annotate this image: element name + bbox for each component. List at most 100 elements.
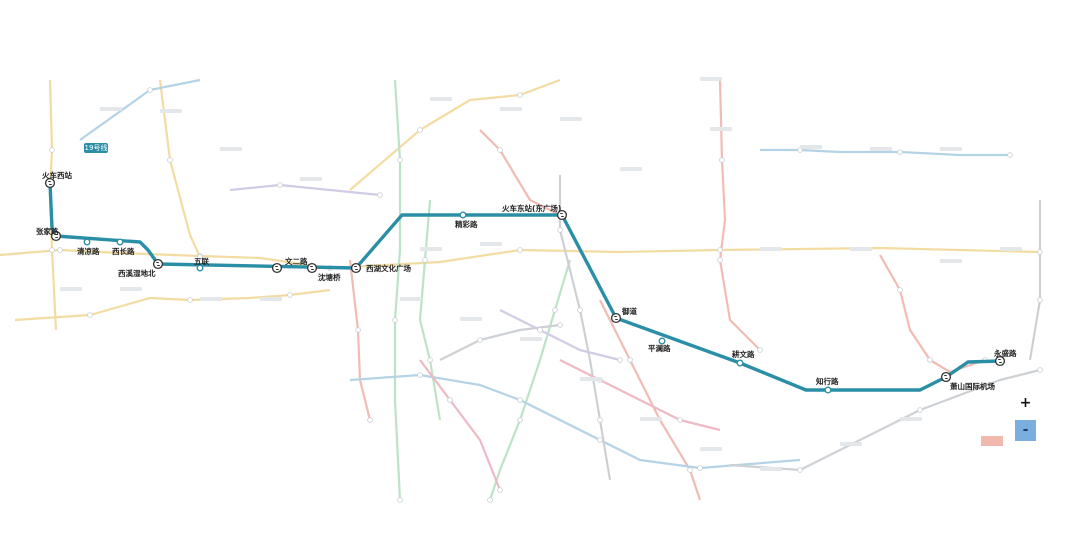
bg-station-dot: [87, 312, 93, 318]
interchange-station-marker[interactable]: [556, 209, 568, 221]
bg-station-label: [760, 247, 782, 251]
bg-line-segment: [488, 259, 572, 501]
bg-station-label: [850, 247, 872, 251]
bg-line-segment: [559, 359, 721, 432]
bg-station-label: [460, 317, 482, 321]
line-name-badge[interactable]: 19号线: [84, 143, 108, 153]
station-label[interactable]: 精彩路: [455, 219, 478, 229]
bg-station-dot: [197, 254, 203, 260]
bg-station-label: [220, 147, 242, 151]
bg-station-dot: [49, 147, 55, 153]
bg-station-dot: [355, 327, 361, 333]
bg-station-dot: [1037, 297, 1043, 303]
interchange-station-marker[interactable]: [271, 262, 283, 274]
interchange-station-marker[interactable]: [50, 230, 62, 242]
station-marker[interactable]: [658, 337, 666, 345]
bg-station-label: [580, 377, 602, 381]
interchange-icon: [560, 213, 564, 217]
bg-line-segment: [0, 246, 1041, 270]
bg-station-dot: [367, 417, 373, 423]
zoom-out-button[interactable]: -: [1015, 420, 1036, 441]
interchange-icon: [944, 375, 948, 379]
bg-station-dot: [597, 437, 603, 443]
station-label[interactable]: 文二路: [285, 256, 308, 266]
station-label[interactable]: 沈塘桥: [318, 272, 341, 282]
station-marker[interactable]: [83, 238, 91, 246]
bg-station-dot: [422, 257, 428, 263]
bg-line-segment: [558, 175, 612, 481]
station-label[interactable]: 张家路: [36, 226, 59, 236]
interchange-station-marker[interactable]: [152, 258, 164, 270]
bg-station-label: [840, 442, 862, 446]
bg-station-label: [870, 147, 892, 151]
bg-station-dot: [1037, 367, 1043, 373]
map-corner-tag: [981, 436, 1003, 446]
bg-station-dot: [757, 347, 763, 353]
station-marker[interactable]: [459, 211, 467, 219]
station-label[interactable]: 西长路: [112, 246, 135, 256]
bg-line-segment: [718, 79, 761, 351]
station-marker[interactable]: [116, 238, 124, 246]
interchange-station-marker[interactable]: [610, 312, 622, 324]
station-label[interactable]: 西湖文化广场: [366, 263, 411, 273]
bg-station-label: [620, 167, 642, 171]
bg-station-dot: [719, 157, 725, 163]
bg-station-label: [560, 117, 582, 121]
interchange-icon: [998, 359, 1002, 363]
bg-station-dot: [627, 357, 633, 363]
station-label[interactable]: 火车西站: [42, 170, 72, 180]
zoom-in-button[interactable]: +: [1015, 393, 1036, 414]
station-label[interactable]: 耕文路: [731, 349, 755, 359]
interchange-station-marker[interactable]: [350, 262, 362, 274]
bg-station-dot: [927, 357, 933, 363]
bg-station-dot: [917, 407, 923, 413]
bg-station-dot: [57, 247, 63, 253]
line-19-route[interactable]: [48, 182, 1001, 392]
bg-station-dot: [717, 247, 723, 253]
station-label[interactable]: 清凉路: [77, 246, 100, 256]
bg-station-label: [940, 147, 962, 151]
bg-station-dot: [717, 257, 723, 263]
bg-station-dot: [377, 192, 383, 198]
bg-station-dot: [552, 307, 558, 313]
station-label[interactable]: 知行路: [816, 376, 839, 386]
bg-station-label: [900, 417, 922, 421]
bg-station-label: [940, 259, 962, 263]
station-label[interactable]: 西溪湿地北: [118, 268, 156, 278]
bg-station-dot: [147, 87, 153, 93]
bg-line-segment: [348, 259, 372, 421]
line-19-path[interactable]: [48, 182, 1001, 392]
interchange-station-marker[interactable]: [44, 177, 56, 189]
station-marker[interactable]: [736, 359, 744, 367]
interchange-station-marker[interactable]: [940, 371, 952, 383]
station-label[interactable]: 火车东站(东广场): [502, 203, 561, 213]
bg-station-dot: [392, 317, 398, 323]
bg-station-dot: [167, 157, 173, 163]
station-marker[interactable]: [824, 386, 832, 394]
bg-station-dot: [447, 397, 453, 403]
bg-station-label: [800, 145, 822, 149]
bg-station-label: [100, 107, 122, 111]
station-label[interactable]: 平澜路: [648, 343, 671, 353]
bg-station-label: [300, 177, 322, 181]
bg-station-dot: [417, 127, 423, 133]
station-marker[interactable]: [196, 264, 204, 272]
bg-station-label: [1000, 247, 1022, 251]
bg-station-dot: [617, 357, 623, 363]
interchange-station-marker[interactable]: [994, 355, 1006, 367]
bg-station-label: [640, 417, 662, 421]
bg-station-dot: [577, 307, 583, 313]
station-label[interactable]: 五联: [194, 256, 209, 266]
station-label[interactable]: 御道: [621, 306, 637, 316]
station-label[interactable]: 萧山国际机场: [950, 381, 995, 391]
interchange-station-marker[interactable]: [306, 262, 318, 274]
interchange-icon: [48, 181, 52, 185]
bg-station-dot: [677, 417, 683, 423]
bg-station-label: [200, 297, 222, 301]
station-label[interactable]: 永盛路: [993, 348, 1017, 358]
bg-line-segment: [418, 199, 442, 421]
bg-station-dot: [397, 497, 403, 503]
